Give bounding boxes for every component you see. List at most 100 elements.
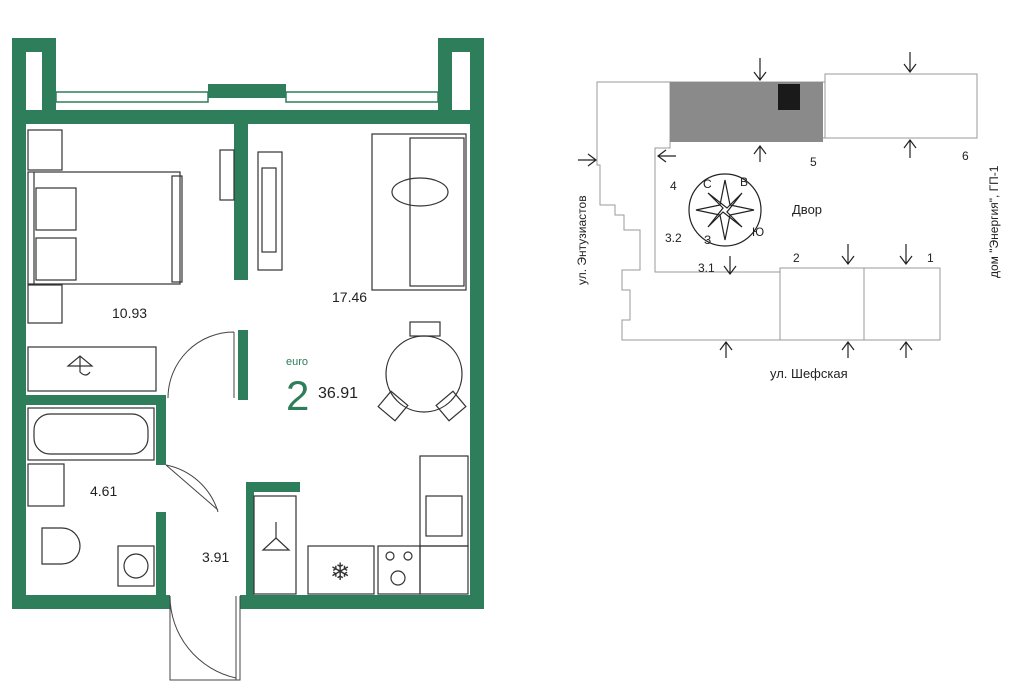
door-bedroom <box>167 331 235 399</box>
flat-marker <box>778 84 800 110</box>
building-block-6 <box>824 73 978 139</box>
compass-east: В <box>740 175 748 189</box>
section-5: 5 <box>810 155 817 169</box>
arrow-bottom-1 <box>719 341 733 358</box>
windows <box>55 91 439 103</box>
door-swings <box>165 331 241 681</box>
door-entrance <box>169 595 241 681</box>
total-area-label: 36.91 <box>318 385 358 402</box>
sofa-back <box>409 137 465 287</box>
arrow-bottom-2 <box>841 341 855 358</box>
arrow-top-6 <box>903 52 917 73</box>
section-4: 4 <box>670 179 677 193</box>
stove-burner-3 <box>390 570 406 586</box>
balcony-column-left <box>42 38 56 122</box>
partition-bath-hall-v <box>156 405 166 465</box>
hall-area-label: 3.91 <box>202 549 229 565</box>
arrow-1 <box>899 244 913 265</box>
fridge <box>307 545 375 595</box>
building-main-outline <box>596 81 941 341</box>
pillow-lower <box>35 237 77 281</box>
bed-frame <box>27 171 181 285</box>
building-block-2 <box>779 267 865 341</box>
section-2: 2 <box>793 251 800 265</box>
bathroom-area-label: 4.61 <box>90 483 117 499</box>
arrow-left-street <box>578 153 597 167</box>
arrow-2 <box>841 244 855 265</box>
sofa <box>371 133 467 291</box>
compass-north: С <box>703 177 712 191</box>
wardrobe <box>27 346 157 392</box>
site-plan: С В Ю З 1 2 3.1 3.2 4 5 6 Двор ул. Шефск… <box>575 52 1001 381</box>
kitchen-counter-right <box>419 455 469 547</box>
stove-burner-1 <box>385 551 395 561</box>
door-bathroom <box>165 464 219 513</box>
wall-bottom-left <box>12 595 170 609</box>
partition-bath-hall-v2 <box>156 512 166 598</box>
snowflake-icon: ❄ <box>330 558 350 586</box>
arrow-3-1 <box>723 256 737 275</box>
compass-west: З <box>704 233 711 247</box>
tv-unit <box>257 151 283 271</box>
partition-bed-living-low <box>238 330 248 400</box>
bedroom-furniture <box>27 129 235 392</box>
counter-bottom <box>419 545 469 595</box>
courtyard-label: Двор <box>792 202 822 217</box>
section-6: 6 <box>962 149 969 163</box>
bathroom-fixtures <box>27 407 155 587</box>
partition-bed-living-top <box>234 110 248 280</box>
arrow-bottom-3 <box>899 341 913 358</box>
stove-burner-2 <box>403 551 413 561</box>
floor-plan: ❄ 10.93 17.46 4.61 3.91 euro 2 36.91 <box>12 38 484 681</box>
compass-circle <box>688 173 762 247</box>
washing-machine <box>117 545 155 587</box>
hall-hanger-icon <box>261 522 291 551</box>
street-left-label: ул. Энтузиастов <box>575 195 589 285</box>
arrow-4 <box>657 149 676 163</box>
tv-screen <box>261 167 277 253</box>
nightstand-bottom <box>27 284 63 324</box>
wall-right <box>470 38 484 609</box>
dining-table <box>385 335 463 413</box>
compass-south: Ю <box>752 225 764 239</box>
section-3-2: 3.2 <box>665 231 682 245</box>
living-furniture: ❄ <box>253 133 469 595</box>
entrance-arrows <box>578 52 917 358</box>
hanger-icon <box>66 355 94 376</box>
window-living <box>285 91 439 103</box>
bedroom-area-label: 10.93 <box>112 305 147 321</box>
partition-nook-side <box>246 482 254 598</box>
flat-type-label: euro <box>286 356 308 368</box>
wall-top-center-stub <box>208 84 286 98</box>
stove <box>377 545 421 595</box>
kitchen-sink <box>425 495 463 537</box>
dining-chair-left <box>377 390 409 422</box>
hall-wardrobe <box>253 495 297 595</box>
bathtub-inner <box>33 413 149 455</box>
highlighted-building <box>670 82 823 142</box>
person-figure <box>391 177 449 207</box>
washing-machine-drum <box>123 553 149 579</box>
street-bottom-label: ул. Шефская <box>770 366 848 381</box>
tv-stand <box>219 149 235 201</box>
compass-rose <box>688 173 762 247</box>
rooms-count-label: 2 <box>286 372 309 419</box>
window-bedroom <box>55 91 209 103</box>
dining-chair-top <box>409 321 441 337</box>
wall-left <box>12 38 26 609</box>
living-area-label: 17.46 <box>332 289 367 305</box>
pillow-upper <box>35 187 77 231</box>
outer-walls <box>12 38 484 609</box>
arrow-under-5 <box>753 145 767 162</box>
building-block-1 <box>863 267 941 341</box>
compass-star <box>695 179 755 241</box>
toilet <box>41 527 81 565</box>
nightstand-top <box>27 129 63 171</box>
balcony-column-right <box>438 38 452 122</box>
partition-kitchen-nook <box>246 482 300 492</box>
arrow-top-5 <box>753 58 767 81</box>
arrow-under-6 <box>903 139 917 158</box>
dining-chair-right <box>435 390 467 422</box>
wall-bottom-right <box>240 595 484 609</box>
